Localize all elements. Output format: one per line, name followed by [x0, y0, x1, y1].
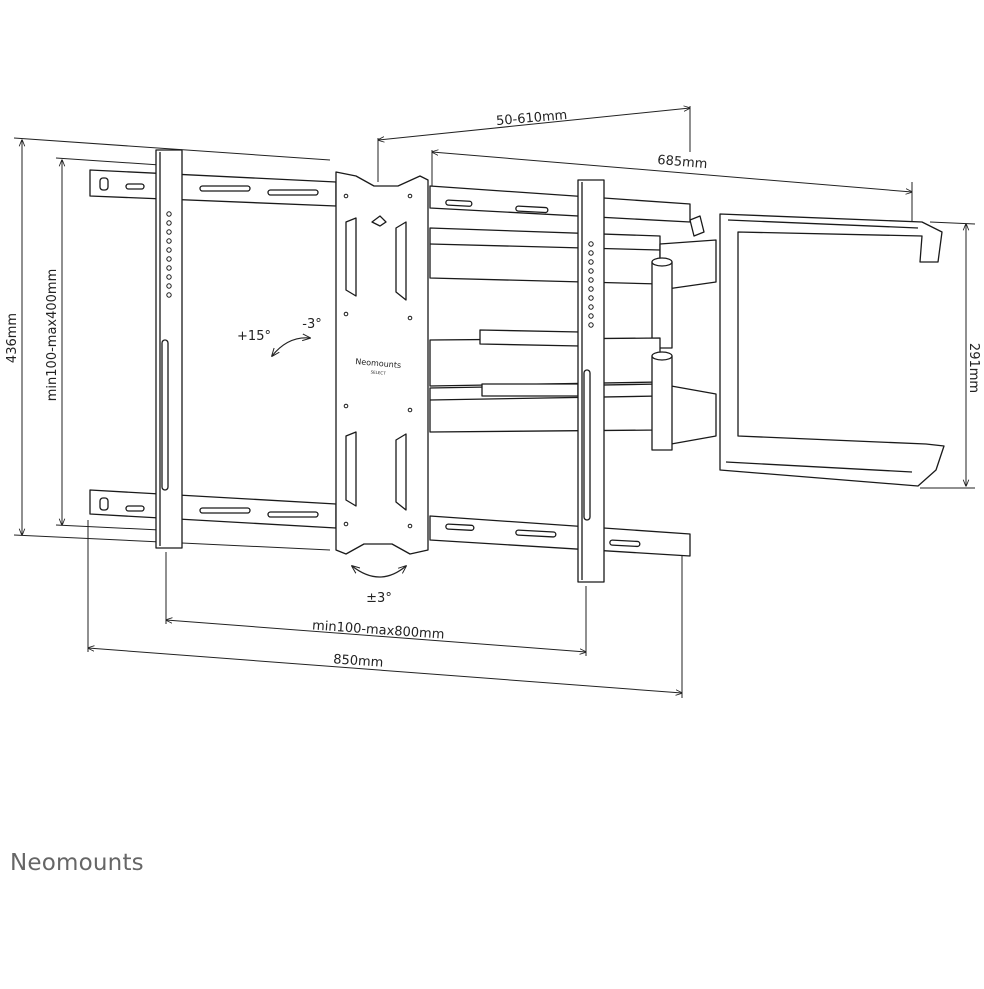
plate-hole	[343, 311, 349, 317]
plate-logo-subtext: SELECT	[370, 369, 386, 375]
mounting-hole	[588, 295, 594, 301]
tilt-up-label: +15°	[237, 329, 271, 344]
wall-plate-height-label: 291mm	[966, 343, 981, 393]
dimension-lines	[13, 106, 976, 698]
vesa-bar-right	[577, 179, 605, 583]
vesa-horizontal-label: min100-max800mm	[312, 618, 445, 642]
mounting-hole	[166, 292, 172, 298]
mounting-hole	[166, 274, 172, 280]
plate-hole	[343, 193, 349, 199]
mounting-hole	[588, 268, 594, 274]
mounting-hole	[166, 247, 172, 253]
wall-mount-drawing	[89, 149, 945, 583]
arm-upper	[429, 227, 717, 349]
rail-right-lower	[429, 515, 691, 557]
vesa-holes-right	[588, 241, 594, 328]
mounting-hole	[588, 241, 594, 247]
mounting-hole	[588, 322, 594, 328]
wall-plate-right	[719, 213, 945, 487]
mounting-hole	[588, 313, 594, 319]
rail-left-upper	[89, 169, 337, 207]
vesa-bar-left	[155, 149, 183, 549]
roll-arrow-icon	[352, 566, 406, 578]
rail-left-lower	[89, 489, 337, 529]
mounting-hole	[166, 256, 172, 262]
mounting-hole	[166, 283, 172, 289]
rail-right-upper	[429, 185, 691, 223]
plate-hole	[343, 521, 349, 527]
overall-height-label: 436mm	[5, 313, 20, 363]
arm-width-label: 685mm	[657, 153, 708, 172]
brand-logo: Neomounts	[10, 850, 144, 876]
mounting-hole	[166, 220, 172, 226]
wall-plate-holes	[343, 193, 413, 529]
vesa-vertical-label: min100-max400mm	[45, 269, 60, 401]
plate-hole	[407, 407, 413, 413]
depth-range-label: 50-610mm	[495, 108, 567, 129]
tilt-down-label: -3°	[302, 317, 321, 332]
plate-hole	[407, 193, 413, 199]
mounting-hole	[166, 229, 172, 235]
mounting-hole	[588, 286, 594, 292]
center-wall-plate	[335, 171, 429, 555]
plate-hole	[407, 523, 413, 529]
roll-label: ±3°	[366, 591, 392, 606]
vesa-holes-left	[166, 211, 172, 298]
mounting-hole	[588, 259, 594, 265]
plate-hole	[407, 315, 413, 321]
mounting-hole	[588, 250, 594, 256]
mounting-hole	[166, 211, 172, 217]
plate-hole	[343, 403, 349, 409]
overall-width-label: 850mm	[333, 652, 384, 670]
mounting-hole	[166, 265, 172, 271]
tilt-arrow-icon	[272, 338, 310, 356]
rotation-arrows	[272, 338, 406, 578]
mounting-hole	[588, 277, 594, 283]
mounting-hole	[588, 304, 594, 310]
plate-logo-text: Neomounts	[355, 357, 402, 370]
mounting-hole	[166, 238, 172, 244]
